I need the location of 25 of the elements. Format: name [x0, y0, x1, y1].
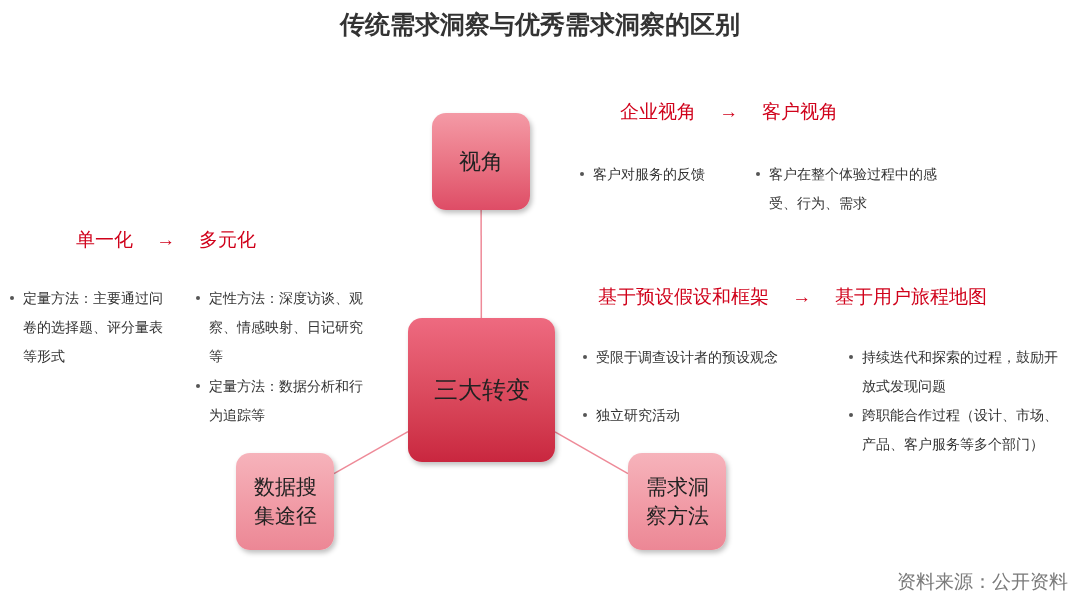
bullet-text: 定量方法：数据分析和行为追踪等	[209, 377, 364, 425]
connector-line	[480, 209, 483, 319]
bullet-text: 跨职能合作过程（设计、市场、产品、客户服务等多个部门）	[862, 406, 1059, 454]
bullet-text: 持续迭代和探索的过程，鼓励开放式发现问题	[862, 348, 1059, 396]
bullet-text: 受限于调查设计者的预设观念	[596, 348, 778, 367]
rounded-box	[628, 453, 726, 550]
connector-line	[554, 431, 629, 475]
node-label: 视角	[458, 147, 504, 176]
source-note: 资料来源：公开资料	[897, 570, 1068, 594]
bullet-text: 定量方法：主要通过问卷的选择题、评分量表等形式	[23, 289, 164, 366]
bullet-text: 独立研究活动	[596, 406, 680, 425]
bullet-text: 客户对服务的反馈	[593, 165, 705, 184]
shift-heading: 企业视角 → 客户视角	[620, 100, 839, 124]
node-label: 数据搜集途径	[252, 474, 318, 529]
bullet-text: 客户在整个体验过程中的感受、行为、需求	[769, 165, 938, 213]
shift-heading: 单一化 → 多元化	[76, 228, 257, 252]
rounded-box	[408, 318, 555, 462]
rounded-box	[432, 113, 530, 210]
node-label: 需求洞察方法	[644, 474, 710, 529]
node-label: 三大转变	[432, 374, 531, 405]
bullet-text: 定性方法：深度访谈、观察、情感映射、日记研究等	[209, 289, 364, 366]
rounded-box	[236, 453, 334, 550]
connector-line	[333, 430, 409, 475]
diagram-title: 传统需求洞察与优秀需求洞察的区别	[338, 9, 741, 40]
shift-heading: 基于预设假设和框架 → 基于用户旅程地图	[598, 285, 988, 309]
